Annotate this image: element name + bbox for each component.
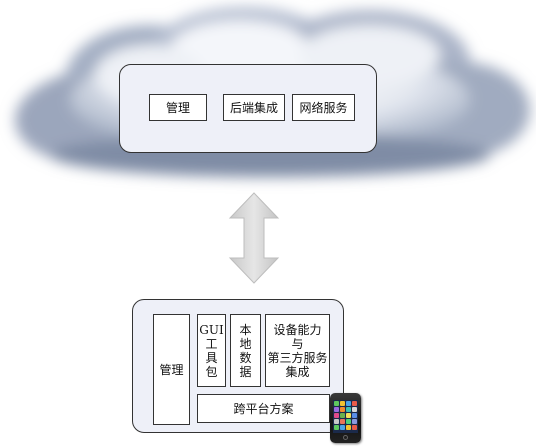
device-management-box: 管理 [153, 314, 190, 425]
backend-integration-label: 后端集成 [229, 100, 278, 115]
smartphone-icon [330, 393, 361, 443]
device-capability-box: 设备能力 与 第三方服务 集成 [265, 314, 330, 387]
cross-platform-box: 跨平台方案 [197, 394, 330, 423]
double-arrow-vertical-icon [228, 192, 280, 284]
web-services-box: 网络服务 [292, 94, 355, 121]
web-services-label: 网络服务 [299, 100, 348, 115]
local-data-label: 本 地 数 据 [239, 322, 252, 379]
cloud-management-label: 管理 [165, 100, 190, 115]
gui-toolkit-box: GUI 工 具 包 [197, 314, 226, 387]
device-capability-label: 设备能力 与 第三方服务 集成 [267, 322, 328, 379]
cloud-management-box: 管理 [149, 94, 207, 121]
cross-platform-label: 跨平台方案 [233, 401, 294, 416]
gui-toolkit-label: GUI 工 具 包 [199, 322, 224, 379]
device-management-label: 管理 [159, 362, 184, 377]
home-button-icon [343, 435, 348, 440]
smartphone-screen [333, 400, 358, 433]
backend-integration-box: 后端集成 [223, 94, 285, 121]
local-data-box: 本 地 数 据 [230, 314, 261, 387]
